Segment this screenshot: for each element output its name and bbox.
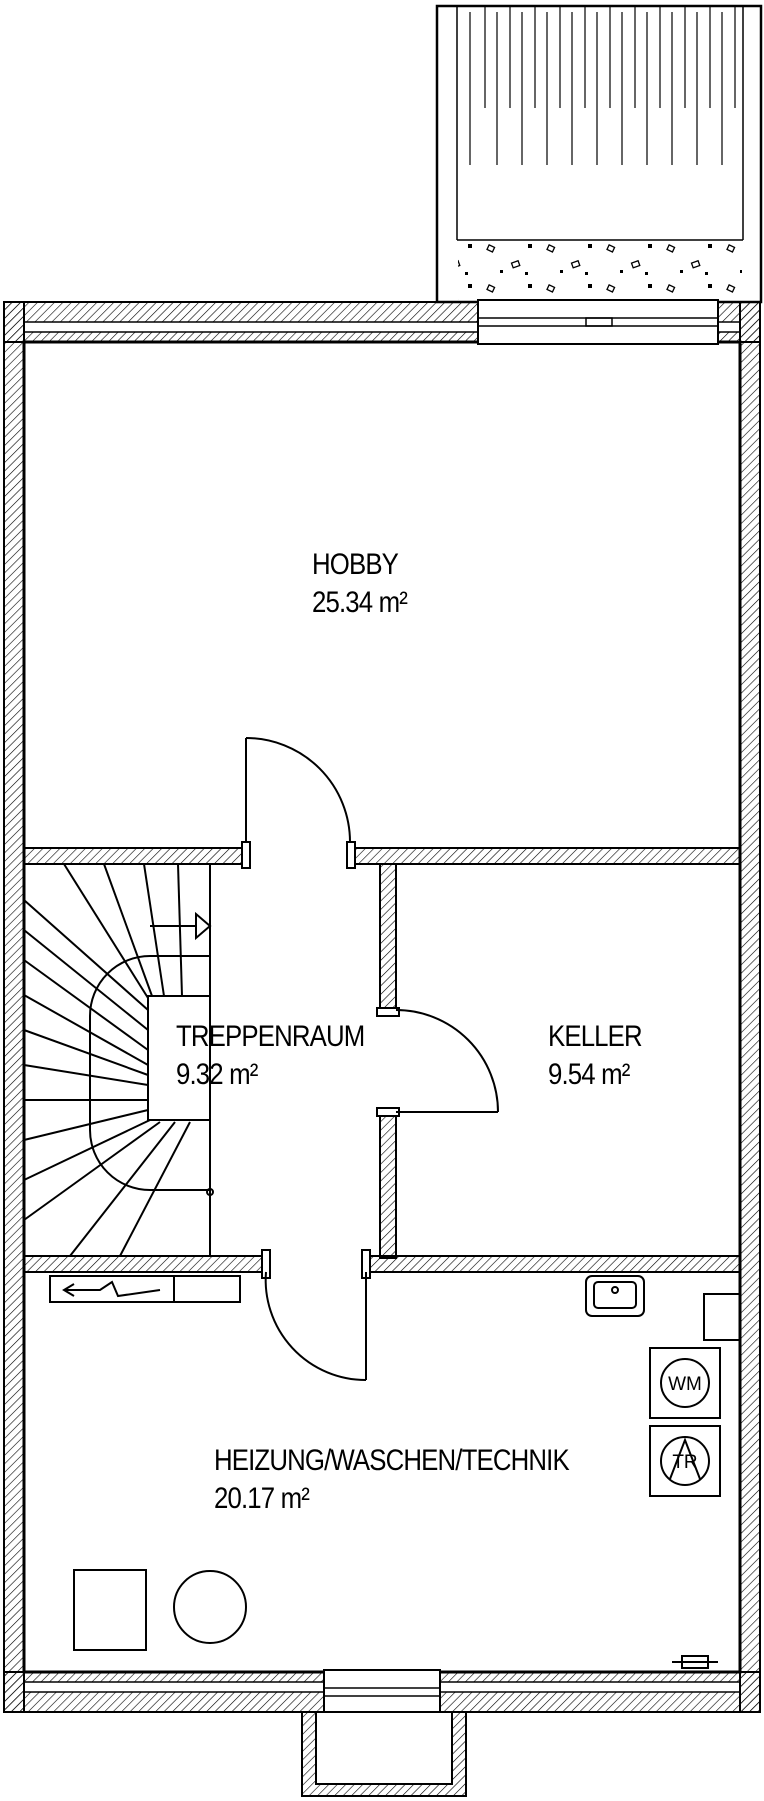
boiler: [73, 1569, 147, 1651]
room-area-keller: 9.54 m²: [548, 1058, 630, 1091]
washing-machine-label: WM: [668, 1374, 702, 1395]
light-well: [435, 4, 763, 304]
room-label-technik: HEIZUNG/WASCHEN/TECHNIK 20.17 m²: [214, 1442, 570, 1518]
window-top: [477, 299, 719, 345]
room-label-keller: KELLER 9.54 m²: [548, 1018, 643, 1094]
radiator: [672, 1655, 718, 1669]
room-name-keller: KELLER: [548, 1020, 643, 1053]
interior-walls: [23, 841, 741, 1279]
room-name-hobby: HOBBY: [312, 548, 399, 581]
stair-direction-box: [49, 1275, 241, 1303]
dryer: TR: [649, 1425, 721, 1497]
room-area-hobby: 25.34 m²: [312, 586, 408, 619]
doors: [245, 737, 499, 1382]
room-name-treppenraum: TREPPENRAUM: [176, 1020, 365, 1053]
washing-machine: WM: [649, 1347, 721, 1419]
room-name-technik: HEIZUNG/WASCHEN/TECHNIK: [214, 1444, 570, 1477]
room-label-hobby: HOBBY 25.34 m²: [312, 546, 408, 622]
storage-tank: [173, 1570, 247, 1644]
window-bottom: [301, 1669, 467, 1797]
sink: [585, 1275, 645, 1317]
room-label-treppenraum: TREPPENRAUM 9.32 m²: [176, 1018, 365, 1094]
room-area-treppenraum: 9.32 m²: [176, 1058, 258, 1091]
dryer-label: TR: [672, 1452, 697, 1473]
staircase: [23, 863, 214, 1257]
room-area-technik: 20.17 m²: [214, 1482, 310, 1515]
water-heater: [703, 1293, 741, 1341]
